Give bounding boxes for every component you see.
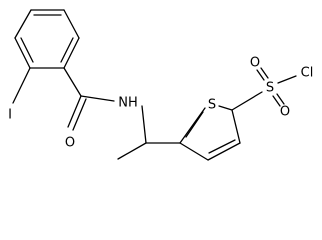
benzene-bond-6 <box>14 9 32 39</box>
iodine-label: I <box>8 108 12 123</box>
benzene-inner-bond-2 <box>60 37 74 63</box>
c-i-bond <box>12 67 31 104</box>
atom-label-layer: I O NH S S O O Cl <box>8 56 313 151</box>
thiophene-sulfur-label: S <box>208 98 216 113</box>
thiophene-bond-c5-s <box>218 105 233 111</box>
benzene-inner-bond-3 <box>20 37 34 63</box>
thiophene-bond-c3-c4 <box>207 142 241 161</box>
benzene-bond-3 <box>63 37 80 69</box>
thiophene-inner-bond-2 <box>185 111 204 138</box>
thiophene-sulfonyl-bond <box>231 91 263 111</box>
amide-c-n-bond <box>80 95 115 102</box>
sulfonyl-o-upper-a <box>256 69 265 81</box>
chlorine-label: Cl <box>301 66 314 81</box>
sulfonyl-o-upper-b <box>260 67 269 79</box>
ring-carbonyl-bond <box>63 67 82 97</box>
benzene-bond-5 <box>14 37 31 69</box>
n-ch-bond <box>141 105 147 144</box>
sulfonyl-oxygen-upper-label: O <box>250 56 260 71</box>
structure-canvas: I O NH S S O O Cl <box>8 9 313 161</box>
sulfonyl-o-lower-b <box>276 93 285 105</box>
sulfonyl-o-lower-a <box>272 95 281 107</box>
sulfonyl-sulfur-label: S <box>266 81 274 96</box>
bond-layer <box>12 9 297 161</box>
sulfonyl-oxygen-lower-label: O <box>280 105 290 120</box>
chemical-structure-diagram: I O NH S S O O Cl <box>8 9 313 161</box>
ch-methyl-bond <box>117 142 147 160</box>
sulfonyl-cl-bond <box>277 75 297 84</box>
carbonyl-oxygen-label: O <box>65 136 75 151</box>
thiophene-bond-c2-c3 <box>179 142 209 161</box>
carbonyl-double-bond-a <box>67 95 82 128</box>
thiophene-inner-bond-1 <box>208 139 236 154</box>
amide-nitrogen-label: NH <box>118 96 138 111</box>
thiophene-bond-c4-c5 <box>231 109 241 144</box>
thiophene-bond-s-c2 <box>179 107 206 144</box>
carbonyl-double-bond-b <box>72 98 87 131</box>
benzene-bond-2 <box>63 9 80 39</box>
